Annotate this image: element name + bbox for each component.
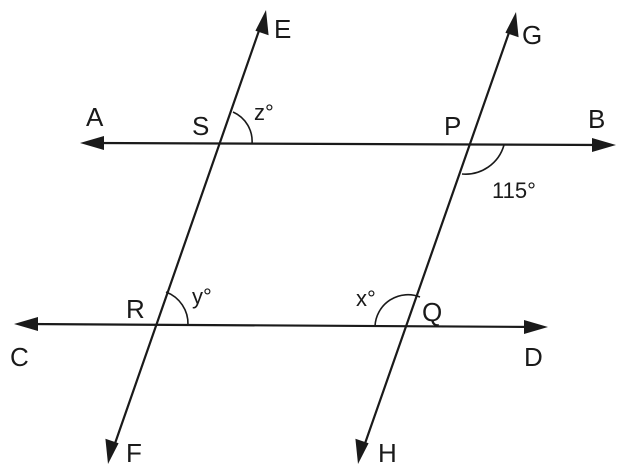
label-q: Q — [422, 297, 442, 327]
angle-arc-x — [374, 293, 421, 327]
angle-label-z: z° — [254, 100, 274, 125]
label-e: E — [274, 14, 291, 44]
angle-label-115: 115° — [492, 178, 536, 203]
label-r: R — [126, 294, 145, 324]
arrow-c — [14, 317, 38, 331]
angle-label-x: x° — [356, 286, 376, 311]
line-ab — [90, 141, 606, 147]
line-cd — [24, 322, 540, 329]
label-b: B — [588, 104, 605, 134]
label-g: G — [522, 20, 542, 50]
arrow-b — [592, 138, 616, 152]
angle-label-y: y° — [192, 284, 212, 309]
label-f: F — [126, 438, 142, 468]
angle-arc-y — [165, 291, 189, 326]
label-s: S — [192, 111, 209, 141]
arrow-h — [355, 438, 369, 464]
label-p: P — [444, 111, 461, 141]
arrow-d — [524, 320, 548, 334]
arrow-a — [80, 136, 104, 150]
label-a: A — [86, 102, 104, 132]
label-h: H — [378, 438, 397, 468]
line-ef — [110, 20, 264, 454]
label-c: C — [10, 342, 29, 372]
label-d: D — [524, 342, 543, 372]
arrow-e — [255, 10, 269, 36]
angle-arc-115 — [461, 144, 505, 175]
arrow-f — [105, 438, 119, 464]
arrow-g — [505, 12, 519, 38]
angle-arc-z — [232, 111, 253, 145]
line-gh — [360, 22, 514, 454]
